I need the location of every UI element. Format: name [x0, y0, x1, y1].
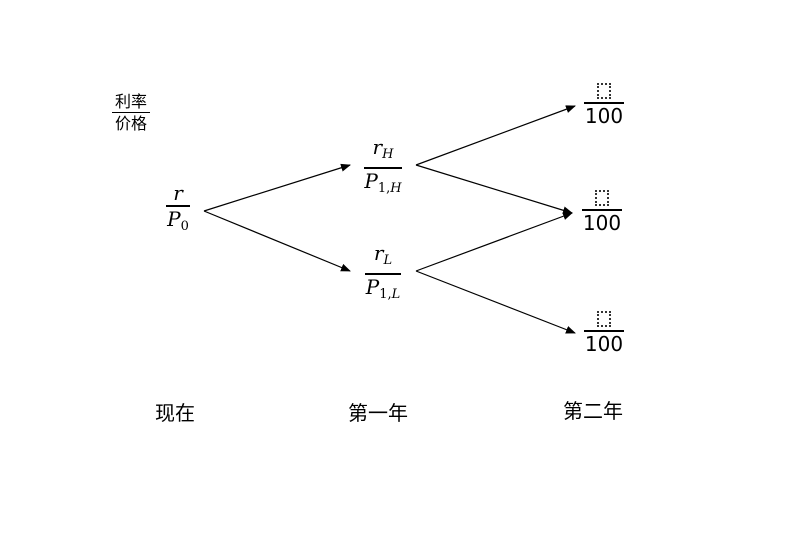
node-year1-high: rH P1,H [358, 135, 408, 201]
node-year1-low-numerator: rL [358, 241, 408, 273]
subscript-digit: 1, [379, 287, 392, 302]
edge-root-to-year1-low [203, 210, 351, 272]
subscript: L [383, 253, 393, 268]
rate-symbol: r [173, 181, 183, 205]
node-year2-top-numerator [582, 78, 626, 102]
node-year2-bottom: 100 [582, 306, 626, 356]
price-symbol: P [364, 169, 378, 193]
price-symbol: P [167, 207, 181, 231]
subscript: H [382, 147, 394, 162]
node-year2-mid: 100 [580, 185, 624, 235]
node-year2-bottom-numerator [582, 306, 626, 330]
rate-symbol: r [372, 135, 383, 159]
subscript: 0 [180, 219, 189, 234]
time-label-year2: 第二年 [563, 399, 623, 423]
node-year2-top: 100 [582, 78, 626, 128]
placeholder-box [595, 189, 609, 206]
node-year2-bottom-denominator: 100 [584, 332, 624, 356]
subscript-letter: H [390, 181, 402, 196]
node-root-numerator: r [160, 181, 196, 205]
legend: 利率 价格 [112, 92, 150, 133]
fraction-bar [584, 330, 624, 332]
edge-year1-low-to-year2-bottom [415, 270, 576, 334]
time-label-now: 现在 [155, 401, 195, 425]
node-root: r P0 [160, 181, 196, 239]
fraction-bar [365, 273, 401, 275]
node-year1-high-numerator: rH [358, 135, 408, 167]
rate-symbol: r [373, 241, 384, 265]
placeholder-box [597, 310, 611, 327]
subscript-digit: 1, [377, 181, 391, 196]
edge-year1-low-to-year2-mid [415, 212, 573, 272]
placeholder-box [597, 82, 611, 99]
node-year2-mid-denominator: 100 [582, 211, 622, 235]
legend-numerator: 利率 [114, 92, 147, 111]
price-symbol: P [365, 275, 380, 299]
edge-year1-high-to-year2-top [415, 105, 576, 166]
fraction-bar [584, 102, 624, 104]
node-year1-low-denominator: P1,L [358, 275, 408, 307]
time-label-year1: 第一年 [348, 401, 408, 425]
fraction-bar [166, 205, 190, 207]
node-year2-mid-numerator [580, 185, 624, 209]
fraction-bar [582, 209, 622, 211]
node-root-denominator: P0 [160, 207, 196, 239]
node-year2-top-denominator: 100 [584, 104, 624, 128]
legend-denominator: 价格 [114, 114, 147, 133]
fraction-bar [364, 167, 402, 169]
subscript-letter: L [391, 287, 401, 302]
node-year1-low: rL P1,L [358, 241, 408, 307]
edge-root-to-year1-high [203, 163, 351, 212]
edge-year1-high-to-year2-mid [415, 164, 573, 215]
legend-fraction-bar [112, 112, 150, 113]
node-year1-high-denominator: P1,H [358, 169, 408, 201]
